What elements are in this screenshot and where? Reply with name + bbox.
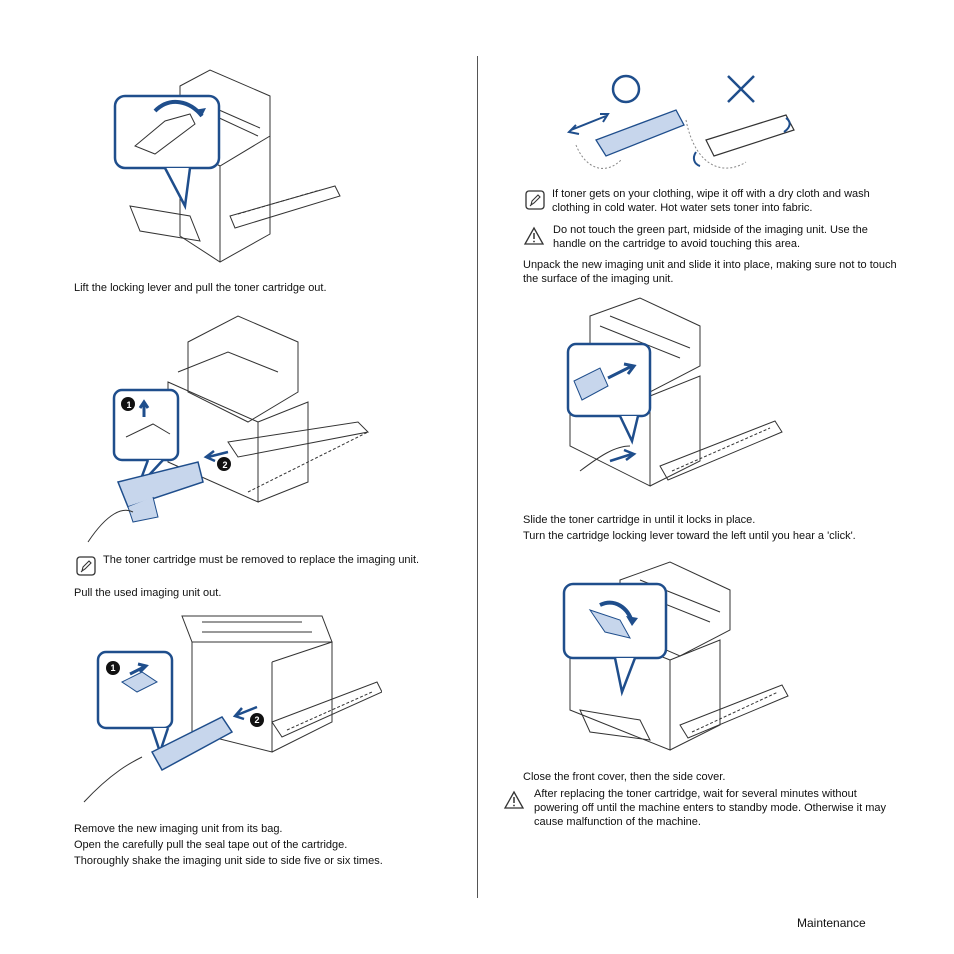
- warning-triangle-icon: [523, 226, 545, 245]
- warning-after-replacing: After replacing the toner cartridge, wai…: [534, 788, 886, 828]
- instruction-close-covers: Close the front cover, then the side cov…: [523, 771, 726, 783]
- figure-slide-toner: [566, 297, 783, 487]
- figure-lift-lever: [113, 69, 341, 263]
- figure-pull-imaging-unit: [83, 615, 382, 803]
- callout-1: 1: [126, 400, 132, 410]
- correct-circle-icon: [611, 74, 641, 104]
- instruction-shake-unit: Thoroughly shake the imaging unit side t…: [74, 855, 383, 867]
- incorrect-x-icon: [727, 75, 755, 103]
- note-clothing: If toner gets on your clothing, wipe it …: [552, 188, 870, 214]
- note-remove-toner: The toner cartridge must be removed to r…: [103, 554, 420, 566]
- warning-green-part: Do not touch the green part, midside of …: [553, 224, 868, 250]
- footer-section-title: Maintenance: [797, 916, 866, 930]
- note-pencil-icon: [76, 556, 96, 576]
- instruction-unpack-imaging-unit: Unpack the new imaging unit and slide it…: [523, 259, 897, 285]
- instruction-turn-lever: Turn the cartridge locking lever toward …: [523, 530, 856, 542]
- instruction-lift-lever: Lift the locking lever and pull the tone…: [74, 282, 327, 294]
- instruction-slide-toner: Slide the toner cartridge in until it lo…: [523, 514, 756, 526]
- instruction-pull-imaging-unit: Pull the used imaging unit out.: [74, 587, 222, 599]
- column-divider: [477, 56, 478, 898]
- figure-handling-correct-incorrect: [566, 74, 795, 169]
- instruction-seal-tape: Open the carefully pull the seal tape ou…: [74, 839, 348, 851]
- warning-triangle-icon: [503, 790, 525, 809]
- callout-2: 2: [254, 715, 260, 725]
- instruction-remove-bag: Remove the new imaging unit from its bag…: [74, 823, 283, 835]
- figure-turn-lever: [562, 561, 789, 751]
- callout-2: 2: [222, 460, 228, 470]
- figure-pull-toner: [87, 315, 370, 543]
- callout-1: 1: [110, 663, 116, 673]
- note-pencil-icon: [525, 190, 545, 210]
